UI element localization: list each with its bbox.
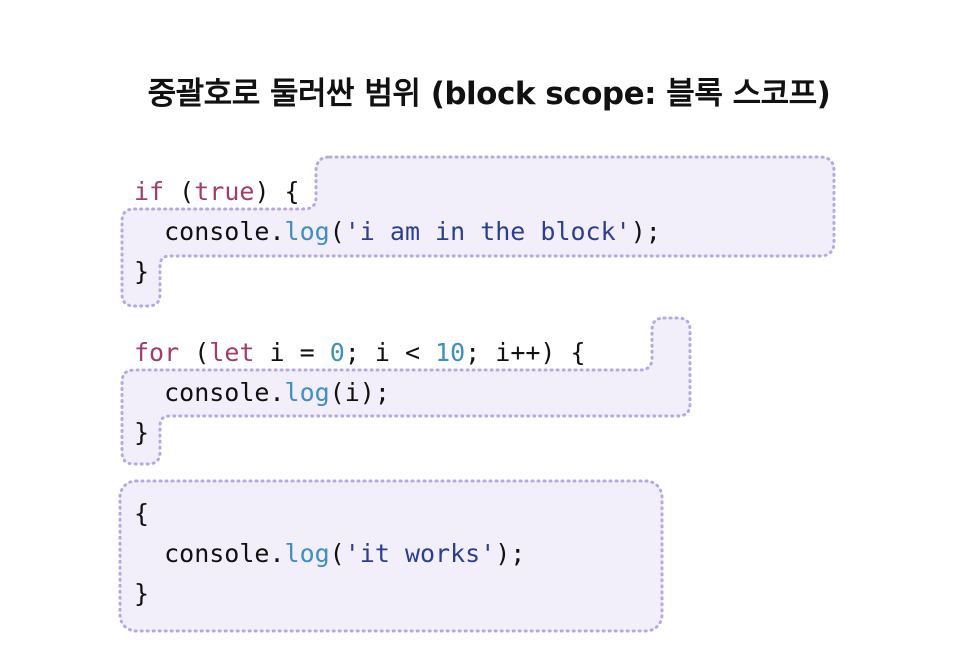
- code-line: console.log(i);: [134, 373, 586, 413]
- code-line: if (true) {: [134, 172, 661, 212]
- function-name-token: log: [284, 539, 330, 568]
- code-token: (: [179, 338, 210, 367]
- keyword-token: true: [194, 177, 255, 206]
- if-block-scope-highlight: [120, 155, 836, 308]
- plain-block-scope-highlight: [118, 479, 664, 633]
- code-token: ; i <: [344, 338, 436, 367]
- code-token: (: [329, 217, 345, 246]
- keyword-token: let: [209, 338, 255, 367]
- code-line: }: [134, 252, 661, 292]
- code-token: console.: [134, 539, 285, 568]
- code-token: (: [329, 539, 345, 568]
- code-line: {: [134, 494, 525, 534]
- for-loop-block-code: for (let i = 0; i < 10; i++) { console.l…: [134, 333, 586, 453]
- string-literal-token: 'i am in the block': [344, 217, 631, 246]
- code-line: console.log('it works');: [134, 534, 525, 574]
- plain-block-code: { console.log('it works');}: [134, 494, 525, 614]
- code-token: {: [134, 499, 150, 528]
- code-token: console.: [134, 217, 285, 246]
- string-literal-token: 'it works': [344, 539, 496, 568]
- code-token: );: [495, 539, 526, 568]
- code-token: i =: [254, 338, 330, 367]
- code-line: console.log('i am in the block');: [134, 212, 661, 252]
- code-token: ) {: [254, 177, 300, 206]
- code-token: ; i++) {: [465, 338, 586, 367]
- number-literal-token: 0: [329, 338, 345, 367]
- code-token: }: [134, 418, 150, 447]
- code-token: );: [630, 217, 661, 246]
- code-token: }: [134, 579, 150, 608]
- keyword-token: for: [134, 338, 180, 367]
- code-token: (: [164, 177, 195, 206]
- code-token: }: [134, 257, 150, 286]
- keyword-token: if: [134, 177, 165, 206]
- code-line: for (let i = 0; i < 10; i++) {: [134, 333, 586, 373]
- page-title: 중괄호로 둘러싼 범위 (block scope: 블록 스코프): [147, 76, 831, 112]
- function-name-token: log: [284, 217, 330, 246]
- code-token: (i);: [329, 378, 390, 407]
- for-block-scope-highlight: [120, 316, 692, 466]
- code-line: }: [134, 413, 586, 453]
- code-token: console.: [134, 378, 285, 407]
- code-line: }: [134, 574, 525, 614]
- if-block-code: if (true) { console.log('i am in the blo…: [134, 172, 661, 292]
- number-literal-token: 10: [435, 338, 466, 367]
- function-name-token: log: [284, 378, 330, 407]
